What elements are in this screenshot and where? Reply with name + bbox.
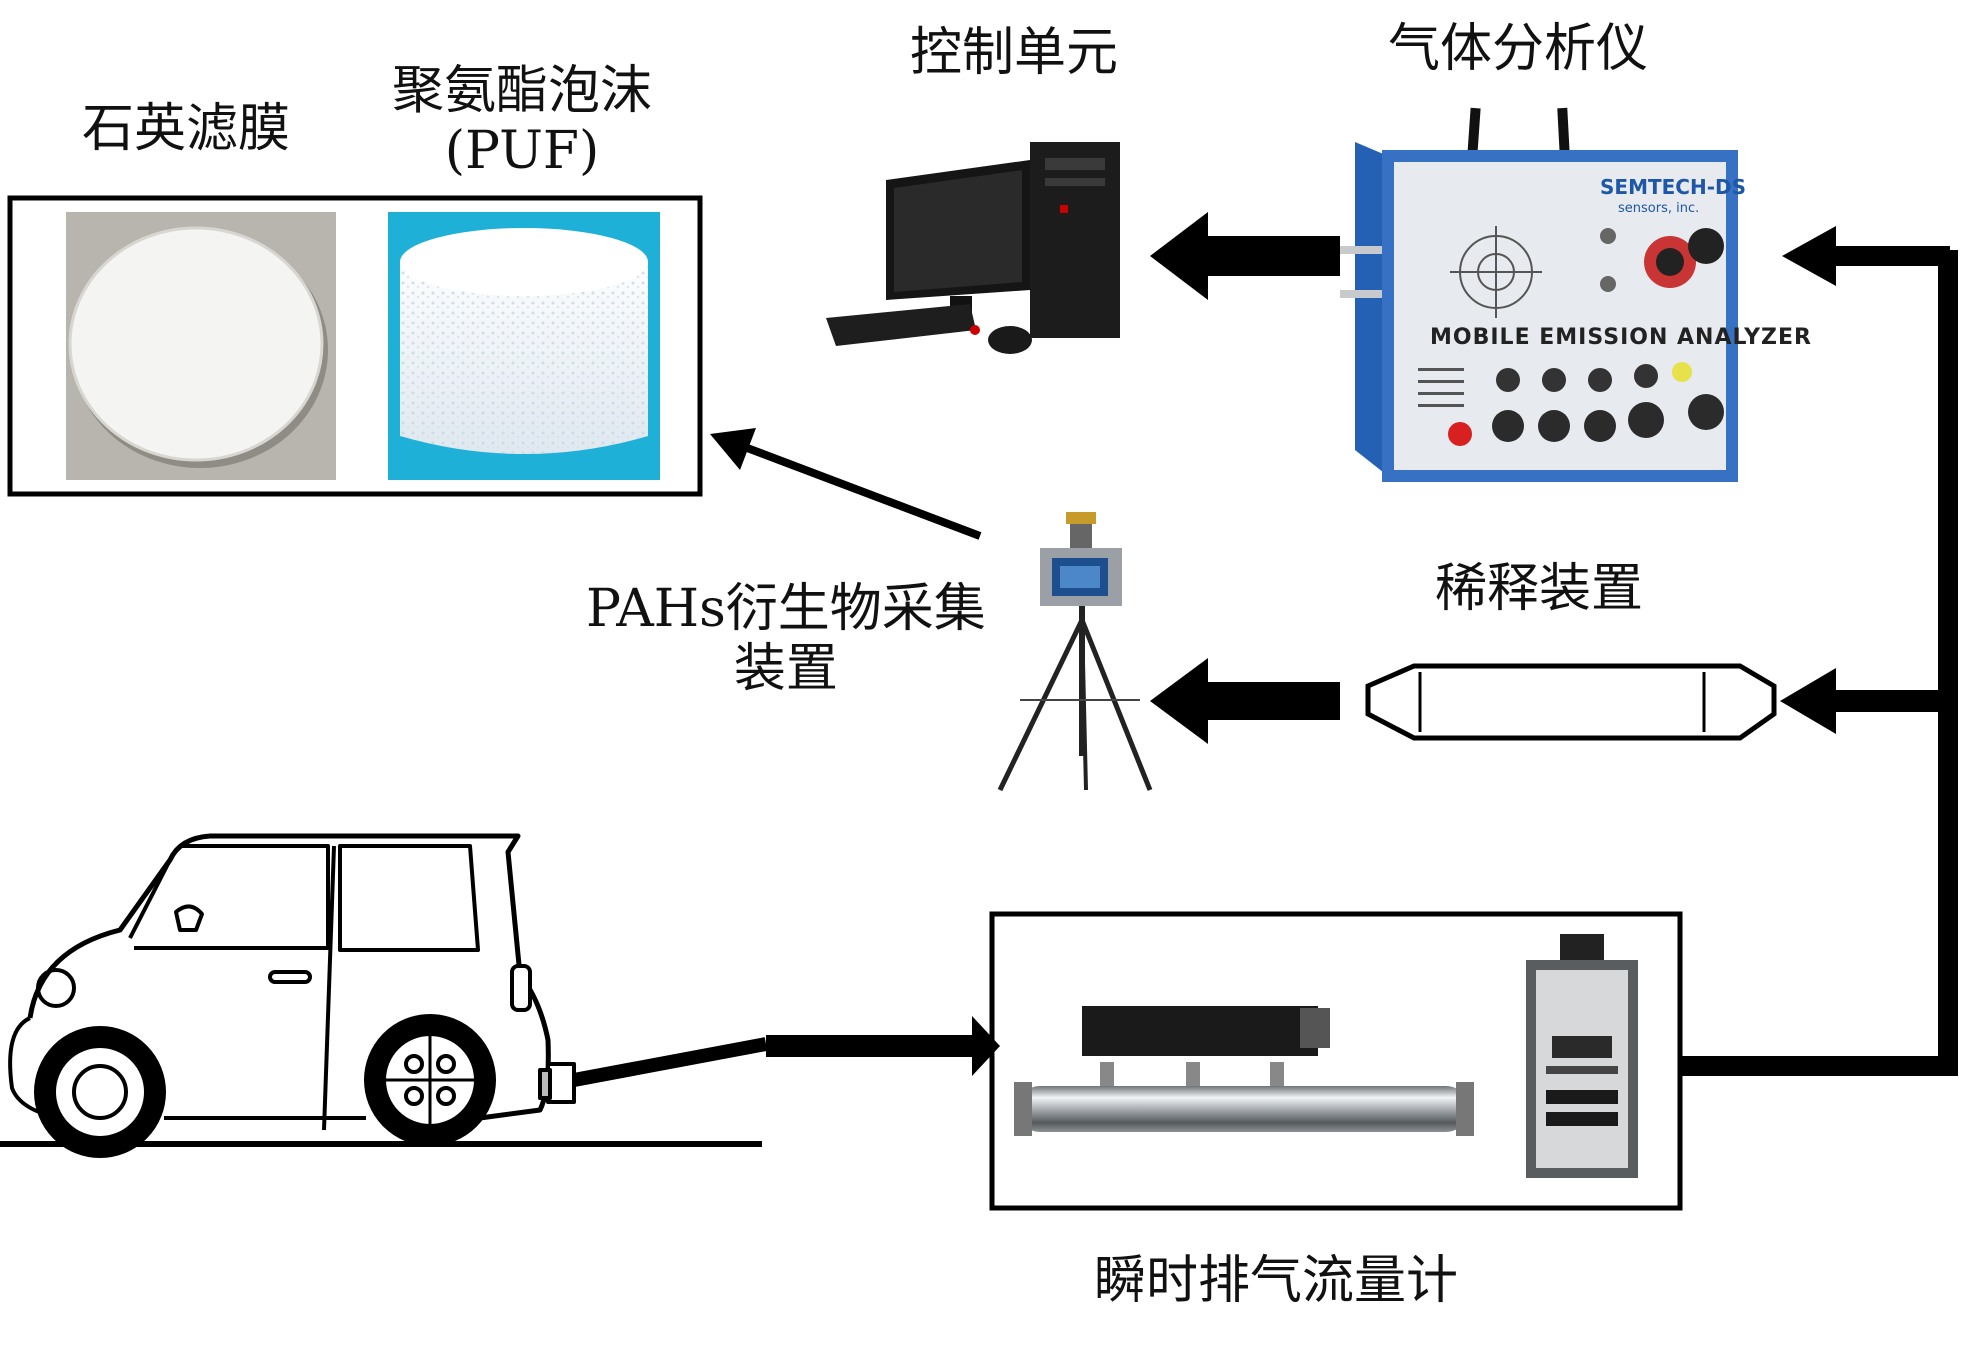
- car-image: [8, 833, 576, 1158]
- gas-analyzer-device: SEMTECH-DS sensors, inc. MOBILE EMISSION…: [1340, 107, 1812, 482]
- arrow-sampler-to-filters-shaft: [740, 442, 982, 540]
- label-puf: 聚氨酯泡沫 (PUF): [392, 61, 653, 182]
- puf-foam-image: [388, 212, 660, 480]
- arrow-car-to-flowmeter-shaft: [766, 1035, 976, 1057]
- analyzer-brand: SEMTECH-DS: [1600, 175, 1746, 199]
- line-flowmeter-to-trunk: [1680, 1056, 1952, 1076]
- arrow-car-to-flowmeter-head: [972, 1016, 1000, 1076]
- pahs-sampler-device: [997, 512, 1153, 792]
- arrow-analyzer-to-computer-shaft: [1204, 236, 1340, 276]
- arrow-sampler-to-filters-head: [710, 428, 756, 470]
- dilution-device: [1365, 663, 1777, 741]
- sample-media-box: [7, 195, 703, 497]
- arrow-dilution-to-sampler-head: [1150, 658, 1208, 744]
- quartz-filter-image: [66, 212, 336, 480]
- label-quartz-filter: 石英滤膜: [82, 99, 291, 159]
- label-gas-analyzer: 气体分析仪: [1388, 19, 1649, 79]
- analyzer-name: MOBILE EMISSION ANALYZER: [1430, 325, 1812, 350]
- arrow-to-dilution-head: [1780, 668, 1836, 734]
- flowmeter-box: [989, 911, 1683, 1211]
- label-puf-line2: (PUF): [444, 120, 600, 181]
- flow-tube-image: [1014, 1006, 1474, 1136]
- label-dilution: 稀释装置: [1435, 559, 1644, 619]
- flow-controller-image: [1526, 934, 1638, 1178]
- label-puf-line1: 聚氨酯泡沫: [392, 61, 653, 121]
- arrow-to-dilution-shaft: [1832, 690, 1950, 712]
- arrow-to-analyzer-head: [1782, 226, 1836, 286]
- vertical-trunk-line: [1938, 250, 1958, 1076]
- label-pahs-line2: 装置: [733, 638, 838, 699]
- computer-icon: [826, 142, 1120, 354]
- arrow-dilution-to-sampler-shaft: [1204, 682, 1340, 720]
- analyzer-subbrand: sensors, inc.: [1618, 201, 1699, 216]
- exhaust-hose: [572, 1037, 768, 1087]
- arrow-analyzer-to-computer-head: [1150, 212, 1208, 300]
- label-pahs-line1: PAHs衍生物采集: [586, 579, 986, 639]
- label-flowmeter: 瞬时排气流量计: [1094, 1251, 1459, 1311]
- arrow-to-analyzer-shaft: [1832, 246, 1950, 266]
- label-pahs-device: PAHs衍生物采集 装置: [586, 579, 986, 700]
- label-control-unit: 控制单元: [910, 23, 1119, 83]
